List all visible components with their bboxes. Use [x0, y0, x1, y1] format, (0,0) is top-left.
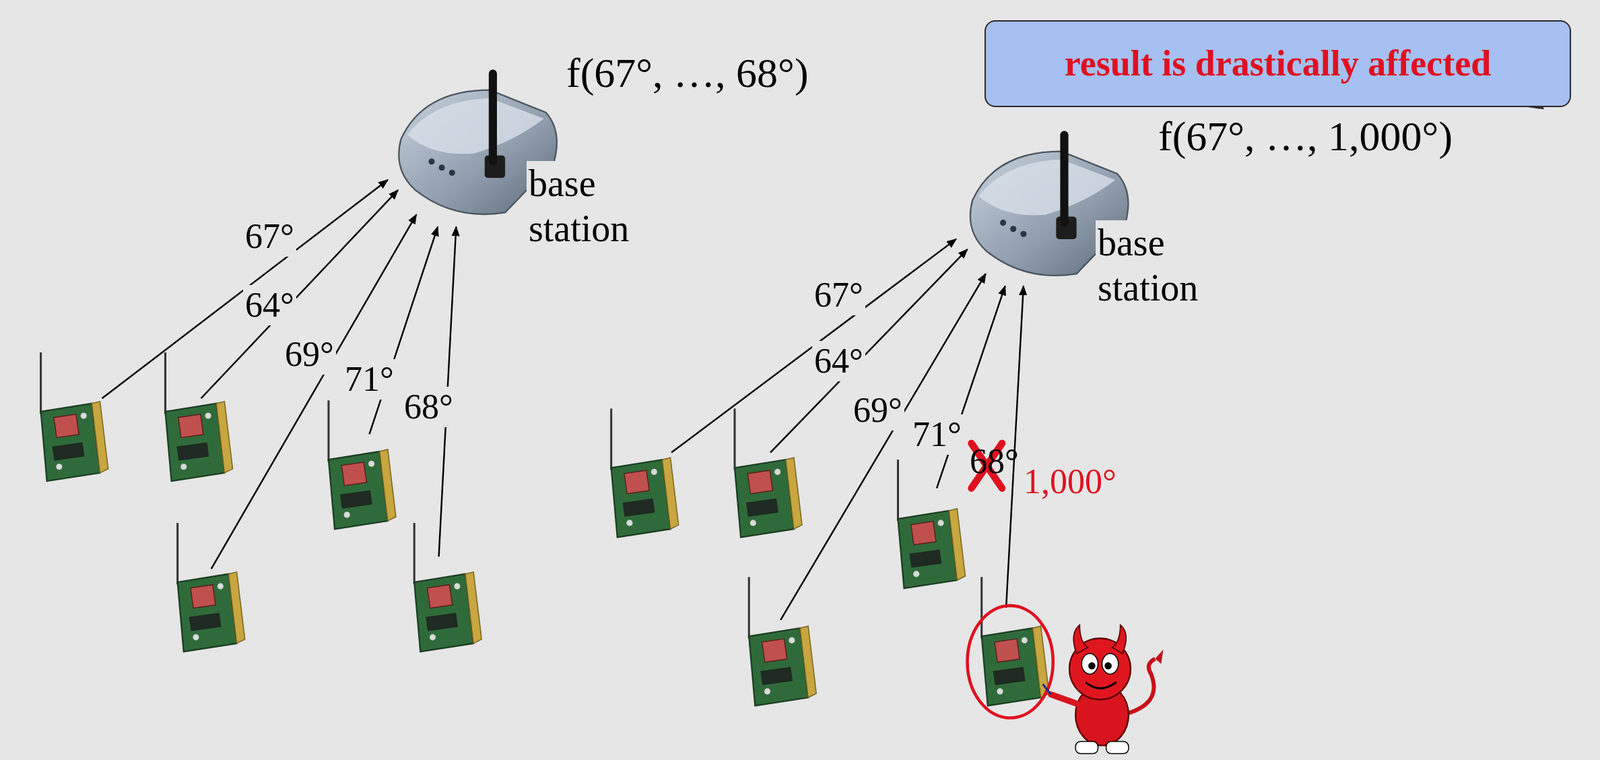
compromised-node-circle — [967, 605, 1054, 718]
result-formula: f(67°, …, 68°) — [564, 49, 811, 97]
base-station-label: base station — [1095, 220, 1200, 311]
sensor-node — [177, 522, 246, 652]
temperature-reading: 67° — [812, 274, 866, 316]
temperature-reading: 68° — [402, 386, 456, 427]
temperature-reading: 69° — [282, 334, 337, 375]
sensor-node — [328, 400, 396, 529]
reading-arrows — [102, 179, 457, 569]
reading-arrows — [671, 239, 1024, 620]
sensor-node — [41, 352, 109, 481]
temperature-reading: 64° — [243, 284, 297, 326]
node-label: base station — [526, 160, 631, 252]
result-formula: f(67°, …, 1,000°) — [1156, 112, 1455, 161]
crossed-reading: 68° — [967, 441, 1021, 482]
sensor-node — [414, 522, 482, 652]
base-station-label: base station — [526, 160, 631, 252]
sensor-node — [611, 408, 679, 537]
sensor-node — [981, 576, 1050, 706]
node-label: base station — [1095, 220, 1200, 311]
forged-reading: 1,000° — [1021, 461, 1119, 502]
temperature-reading: 69° — [851, 389, 905, 431]
sensor-node — [748, 576, 817, 706]
callout-text: result is drastically affected — [1064, 42, 1491, 85]
callout-bubble: result is drastically affected — [984, 20, 1572, 108]
temperature-reading: 67° — [243, 216, 297, 257]
attacker-devil — [1043, 624, 1164, 754]
sensor-node — [897, 459, 965, 588]
temperature-reading: 64° — [812, 340, 866, 382]
temperature-reading: 71° — [910, 414, 964, 455]
sensor-node — [164, 352, 233, 481]
temperature-reading: 71° — [342, 358, 396, 400]
sensor-node — [734, 408, 803, 537]
